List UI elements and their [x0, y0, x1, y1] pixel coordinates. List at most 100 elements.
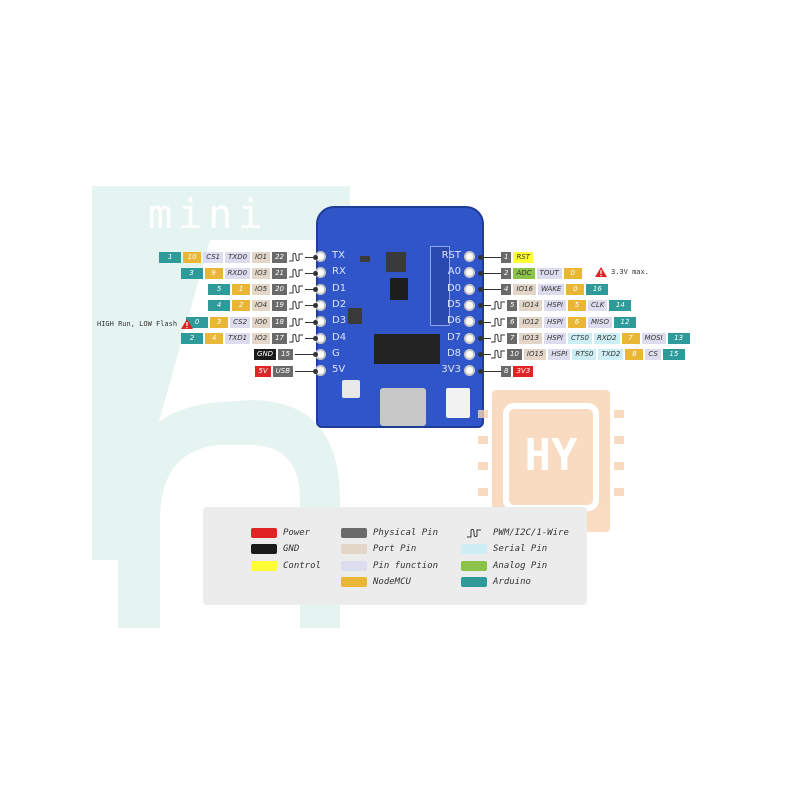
legend-item: Control: [251, 560, 321, 572]
legend-item: Port Pin: [341, 543, 416, 555]
pin-tag-ana: ADC: [513, 267, 535, 279]
pin-tag-node: 2: [232, 300, 251, 312]
pin-hole: [464, 267, 475, 279]
legend-item: Arduino: [461, 576, 531, 588]
pin-tag-ser: TXD2: [598, 349, 624, 361]
smd-component: [348, 308, 362, 324]
pin-tag-phys: USB: [272, 365, 293, 377]
pin-connector: [478, 336, 491, 341]
pin-connector: [478, 303, 491, 309]
adc-note-text: 3.3V max.: [611, 268, 649, 276]
pin-connector: [478, 287, 501, 293]
pin-hole: [464, 283, 475, 295]
pin-tag-node: 7: [621, 333, 640, 344]
legend-item: NodeMCU: [341, 576, 411, 588]
legend-label: GND: [283, 544, 300, 554]
battery-connector: [446, 388, 470, 418]
pin-tag-port: IO14: [519, 300, 542, 312]
pin-connector: [305, 270, 318, 276]
legend-label: NodeMCU: [373, 577, 411, 587]
pin-tag-port: IO16: [513, 284, 536, 296]
legend-swatch: [341, 544, 367, 554]
pin-tag-phys: 5: [507, 300, 518, 312]
board-pin-label: D1: [332, 282, 347, 294]
legend-item: PWM/I2C/1-Wire: [461, 527, 569, 539]
pin-tag-fn: TXD0: [225, 251, 251, 263]
pin-tag-ard: 2: [181, 333, 204, 344]
board-pin-label: D6: [446, 315, 461, 327]
pin-tag-node: 1: [232, 284, 251, 296]
pin-hole: [464, 332, 475, 344]
legend-label: Pin function: [373, 561, 439, 571]
flash-note-text: HIGH Run, LOW Flash: [97, 320, 178, 328]
pwm-icon: [289, 301, 303, 310]
legend-label: Control: [283, 561, 321, 571]
pin-tag-ard: 16: [586, 284, 609, 296]
warning-icon: [181, 319, 194, 329]
pin-connector: [478, 319, 491, 325]
pin-tag-port: IO2: [252, 333, 271, 344]
pin-tag-port: IO5: [252, 284, 271, 296]
legend-label: Port Pin: [373, 544, 417, 554]
board-pin-label: RX: [332, 266, 346, 278]
legend-swatch: [251, 544, 277, 554]
board-pin-label: TX: [332, 250, 345, 261]
legend-swatch: [341, 577, 367, 587]
legend-swatch: [341, 528, 367, 538]
legend-item: Serial Pin: [461, 543, 547, 555]
pin-tag-fn: CS1: [203, 251, 224, 263]
pin-tag-phys: 6: [507, 316, 518, 328]
pin-tag-phys: 10: [507, 349, 522, 361]
pin-tag-fn: RXD0: [224, 267, 251, 279]
pin-tag-fn: HSPI: [548, 349, 571, 361]
legend-label: Arduino: [493, 577, 531, 587]
flash-note: HIGH Run, LOW Flash: [97, 319, 197, 329]
legend-item: GND: [251, 543, 299, 555]
pin-tag-ard: 14: [609, 300, 632, 312]
pin-tag-phys: 17: [272, 333, 287, 344]
pwm-icon: [491, 333, 505, 343]
legend-label: PWM/I2C/1-Wire: [493, 528, 569, 538]
pin-tag-node: 5: [567, 300, 586, 312]
pin-tag-port: IO4: [252, 300, 271, 312]
pin-connector: [305, 254, 318, 260]
board-pin-label: A0: [447, 266, 461, 278]
pin-tag-phys: 1: [501, 251, 512, 263]
pin-hole: [464, 316, 475, 328]
pin-connector: [478, 254, 501, 260]
pin-hole: [464, 365, 475, 377]
warning-icon: [595, 267, 607, 277]
main-chip: [374, 334, 440, 364]
pin-tag-phys: 18: [272, 316, 287, 328]
pwm-icon: [289, 252, 303, 261]
pin-connector: [305, 336, 318, 341]
smd-component: [360, 256, 370, 262]
pin-tag-fn: HSPI: [543, 300, 566, 312]
smd-component: [390, 278, 408, 300]
voltage-regulator: [386, 252, 406, 272]
board-pin-label: 3V3: [441, 364, 461, 376]
pin-tag-fn: CS: [645, 349, 661, 361]
board-pin-label: D5: [446, 298, 461, 310]
pin-tag-fn: HSPI: [543, 316, 566, 328]
pin-tag-ard: 5: [208, 284, 231, 296]
legend-label: Analog Pin: [493, 561, 548, 571]
pin-connector: [478, 352, 491, 358]
pin-tag-fn: HSPI: [543, 333, 566, 344]
watermark-text: HY: [525, 430, 578, 481]
pin-connector: [305, 287, 318, 293]
